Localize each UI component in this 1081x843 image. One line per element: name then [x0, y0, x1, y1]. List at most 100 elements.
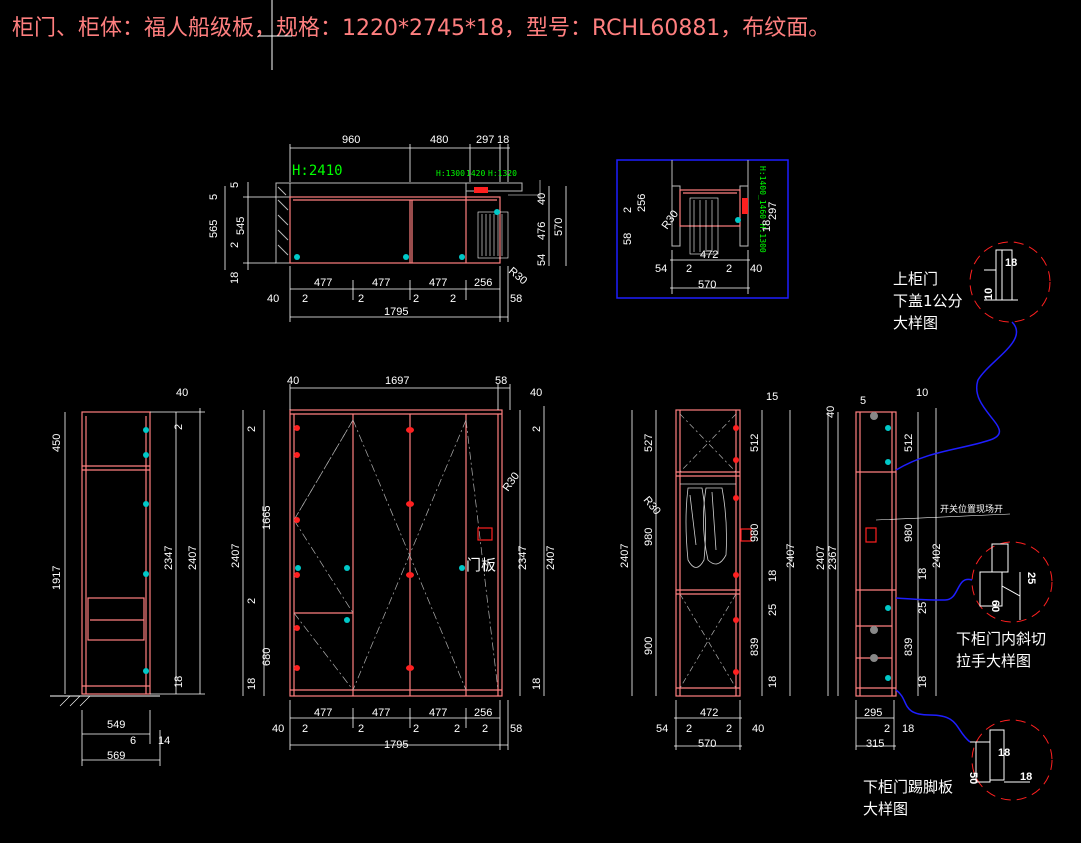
front-top-dim: 40 — [530, 387, 542, 399]
plan-panel-dim: 477 — [372, 277, 390, 289]
right-elev-bottom-dim: 315 — [866, 738, 884, 750]
plan-left-dim: 5 — [208, 194, 220, 200]
front-gap-dim: 2 — [302, 723, 308, 735]
internal-bottom-dim: 472 — [700, 707, 718, 719]
plan-green-note: H:1320 — [488, 169, 517, 178]
front-gap-dim: 58 — [510, 723, 522, 735]
internal-right-dim: 512 — [749, 434, 761, 452]
front-panel-dim: 256 — [474, 707, 492, 719]
plan-left-dim: 2 — [229, 242, 241, 248]
internal-bottom-dim: 2 — [686, 723, 692, 735]
right-elev-left-dim: 2407 — [815, 546, 827, 570]
right-elev-right-dim: 980 — [903, 524, 915, 542]
plan-right-dim: 54 — [536, 254, 548, 266]
internal-elevation: 15 527 980 2407 900 R30 512 980 18 25 83… — [619, 391, 797, 750]
right-elev-right-dim: 18 — [917, 676, 929, 688]
detail-label: 下柜门踢脚板 — [863, 778, 953, 796]
plan-gap-dim: 2 — [413, 293, 419, 305]
detail-dim: 60 — [989, 600, 1001, 612]
plan-left-dim: 5 — [229, 182, 241, 188]
small-plan-left-dim: 256 — [636, 194, 648, 212]
left-elev-dim: 450 — [51, 434, 63, 452]
right-elev-top-dim: 5 — [860, 395, 866, 407]
front-total-dim: 1795 — [384, 739, 408, 751]
left-elev-bottom-dim: 549 — [107, 719, 125, 731]
front-right-dim: 2 — [531, 426, 543, 432]
left-elev-dim: 2407 — [187, 546, 199, 570]
plan-top-dim: 18 — [497, 134, 509, 146]
detail-label: 大样图 — [893, 314, 938, 332]
plan-height-label: H:2410 — [292, 163, 343, 179]
plan-green-note: 1420 — [466, 169, 485, 178]
plan-gap-dim: 2 — [450, 293, 456, 305]
plan-top-dim: 480 — [430, 134, 448, 146]
plan-right-dim: 40 — [536, 193, 548, 205]
internal-left-dim: 2407 — [619, 544, 631, 568]
detail-dim: 18 — [998, 747, 1010, 759]
small-plan-bottom-dim: 2 — [686, 263, 692, 275]
left-elev-bottom-dim: 14 — [158, 735, 170, 747]
front-top-dim: 1697 — [385, 375, 409, 387]
small-plan-right-dim: 18 — [761, 220, 773, 232]
plan-panel-dim: 477 — [314, 277, 332, 289]
plan-green-note: H:1300 — [436, 169, 465, 178]
right-elev-right-dim: 2402 — [931, 544, 943, 568]
front-radius: R30 — [501, 470, 522, 493]
internal-top-dim: 15 — [766, 391, 778, 403]
front-left-dim: 18 — [246, 678, 258, 690]
plan-gap-dim: 2 — [302, 293, 308, 305]
internal-left-dim: 900 — [643, 637, 655, 655]
front-top-dim: 40 — [287, 375, 299, 387]
left-elev-dim: 2347 — [163, 546, 175, 570]
front-door-note: 门板 — [466, 556, 496, 574]
plan-gap-dim: 2 — [358, 293, 364, 305]
handle-mark — [474, 187, 488, 193]
plan-right-dim: 570 — [553, 218, 565, 236]
front-top-dim: 58 — [495, 375, 507, 387]
crosshair-cursor — [258, 0, 292, 70]
plan-left-dim: 545 — [235, 217, 247, 235]
internal-right-dim: 839 — [749, 638, 761, 656]
internal-right-dim: 18 — [767, 570, 779, 582]
internal-left-dim: 527 — [643, 434, 655, 452]
right-elev-top-dim: 10 — [916, 387, 928, 399]
right-elev-right-dim: 839 — [903, 638, 915, 656]
small-plan-bottom-dim: 54 — [655, 263, 667, 275]
small-plan-green-note: H:1400_1460 H:1300 — [758, 166, 767, 253]
front-left-dim: 2 — [246, 598, 258, 604]
left-elev-bottom-dim: 6 — [130, 735, 136, 747]
internal-bottom-dim: 54 — [656, 723, 668, 735]
small-plan-left-dim: 2 — [622, 207, 634, 213]
front-gap-dim: 2 — [454, 723, 460, 735]
small-plan-radius: R30 — [660, 208, 681, 231]
front-right-dim: 2407 — [545, 546, 557, 570]
detail-label: 下盖1公分 — [893, 292, 963, 310]
small-plan-right-dim: 297 — [767, 202, 779, 220]
internal-bottom-dim: 2 — [726, 723, 732, 735]
small-plan-bottom-dim: 40 — [750, 263, 762, 275]
front-left-dim: 2 — [246, 426, 258, 432]
right-elev-left-dim: 2367 — [827, 546, 839, 570]
plan-gap-dim: 58 — [510, 293, 522, 305]
switch-note: 开关位置现场开 — [940, 503, 1003, 515]
detail-label: 大样图 — [863, 800, 908, 818]
small-plan-bottom-dim: 472 — [700, 249, 718, 261]
right-elev-right-dim: 512 — [903, 434, 915, 452]
right-elev-bottom-dim: 18 — [902, 723, 914, 735]
front-panel-dim: 477 — [372, 707, 390, 719]
internal-left-dim: 980 — [643, 528, 655, 546]
drawing-title: 柜门、柜体：福人船级板，规格：1220*2745*18，型号：RCHL60881… — [12, 16, 831, 41]
detail-dim: 50 — [967, 772, 979, 784]
detail-dim: 25 — [1025, 572, 1037, 584]
small-plan-bottom-dim: 570 — [698, 279, 716, 291]
detail-label: 上柜门 — [893, 270, 938, 288]
small-plan-left-dim: 58 — [622, 233, 634, 245]
plan-left-dim: 18 — [229, 272, 241, 284]
internal-bottom-dim: 40 — [752, 723, 764, 735]
right-elev-bottom-dim: 2 — [884, 723, 890, 735]
internal-right-dim: 18 — [767, 676, 779, 688]
left-elev-dim: 18 — [173, 676, 185, 688]
plan-panel-dim: 256 — [474, 277, 492, 289]
front-gap-dim: 2 — [482, 723, 488, 735]
small-plan-view: H:1400_1460 H:1300 2 256 58 R30 18 297 4… — [616, 159, 789, 299]
